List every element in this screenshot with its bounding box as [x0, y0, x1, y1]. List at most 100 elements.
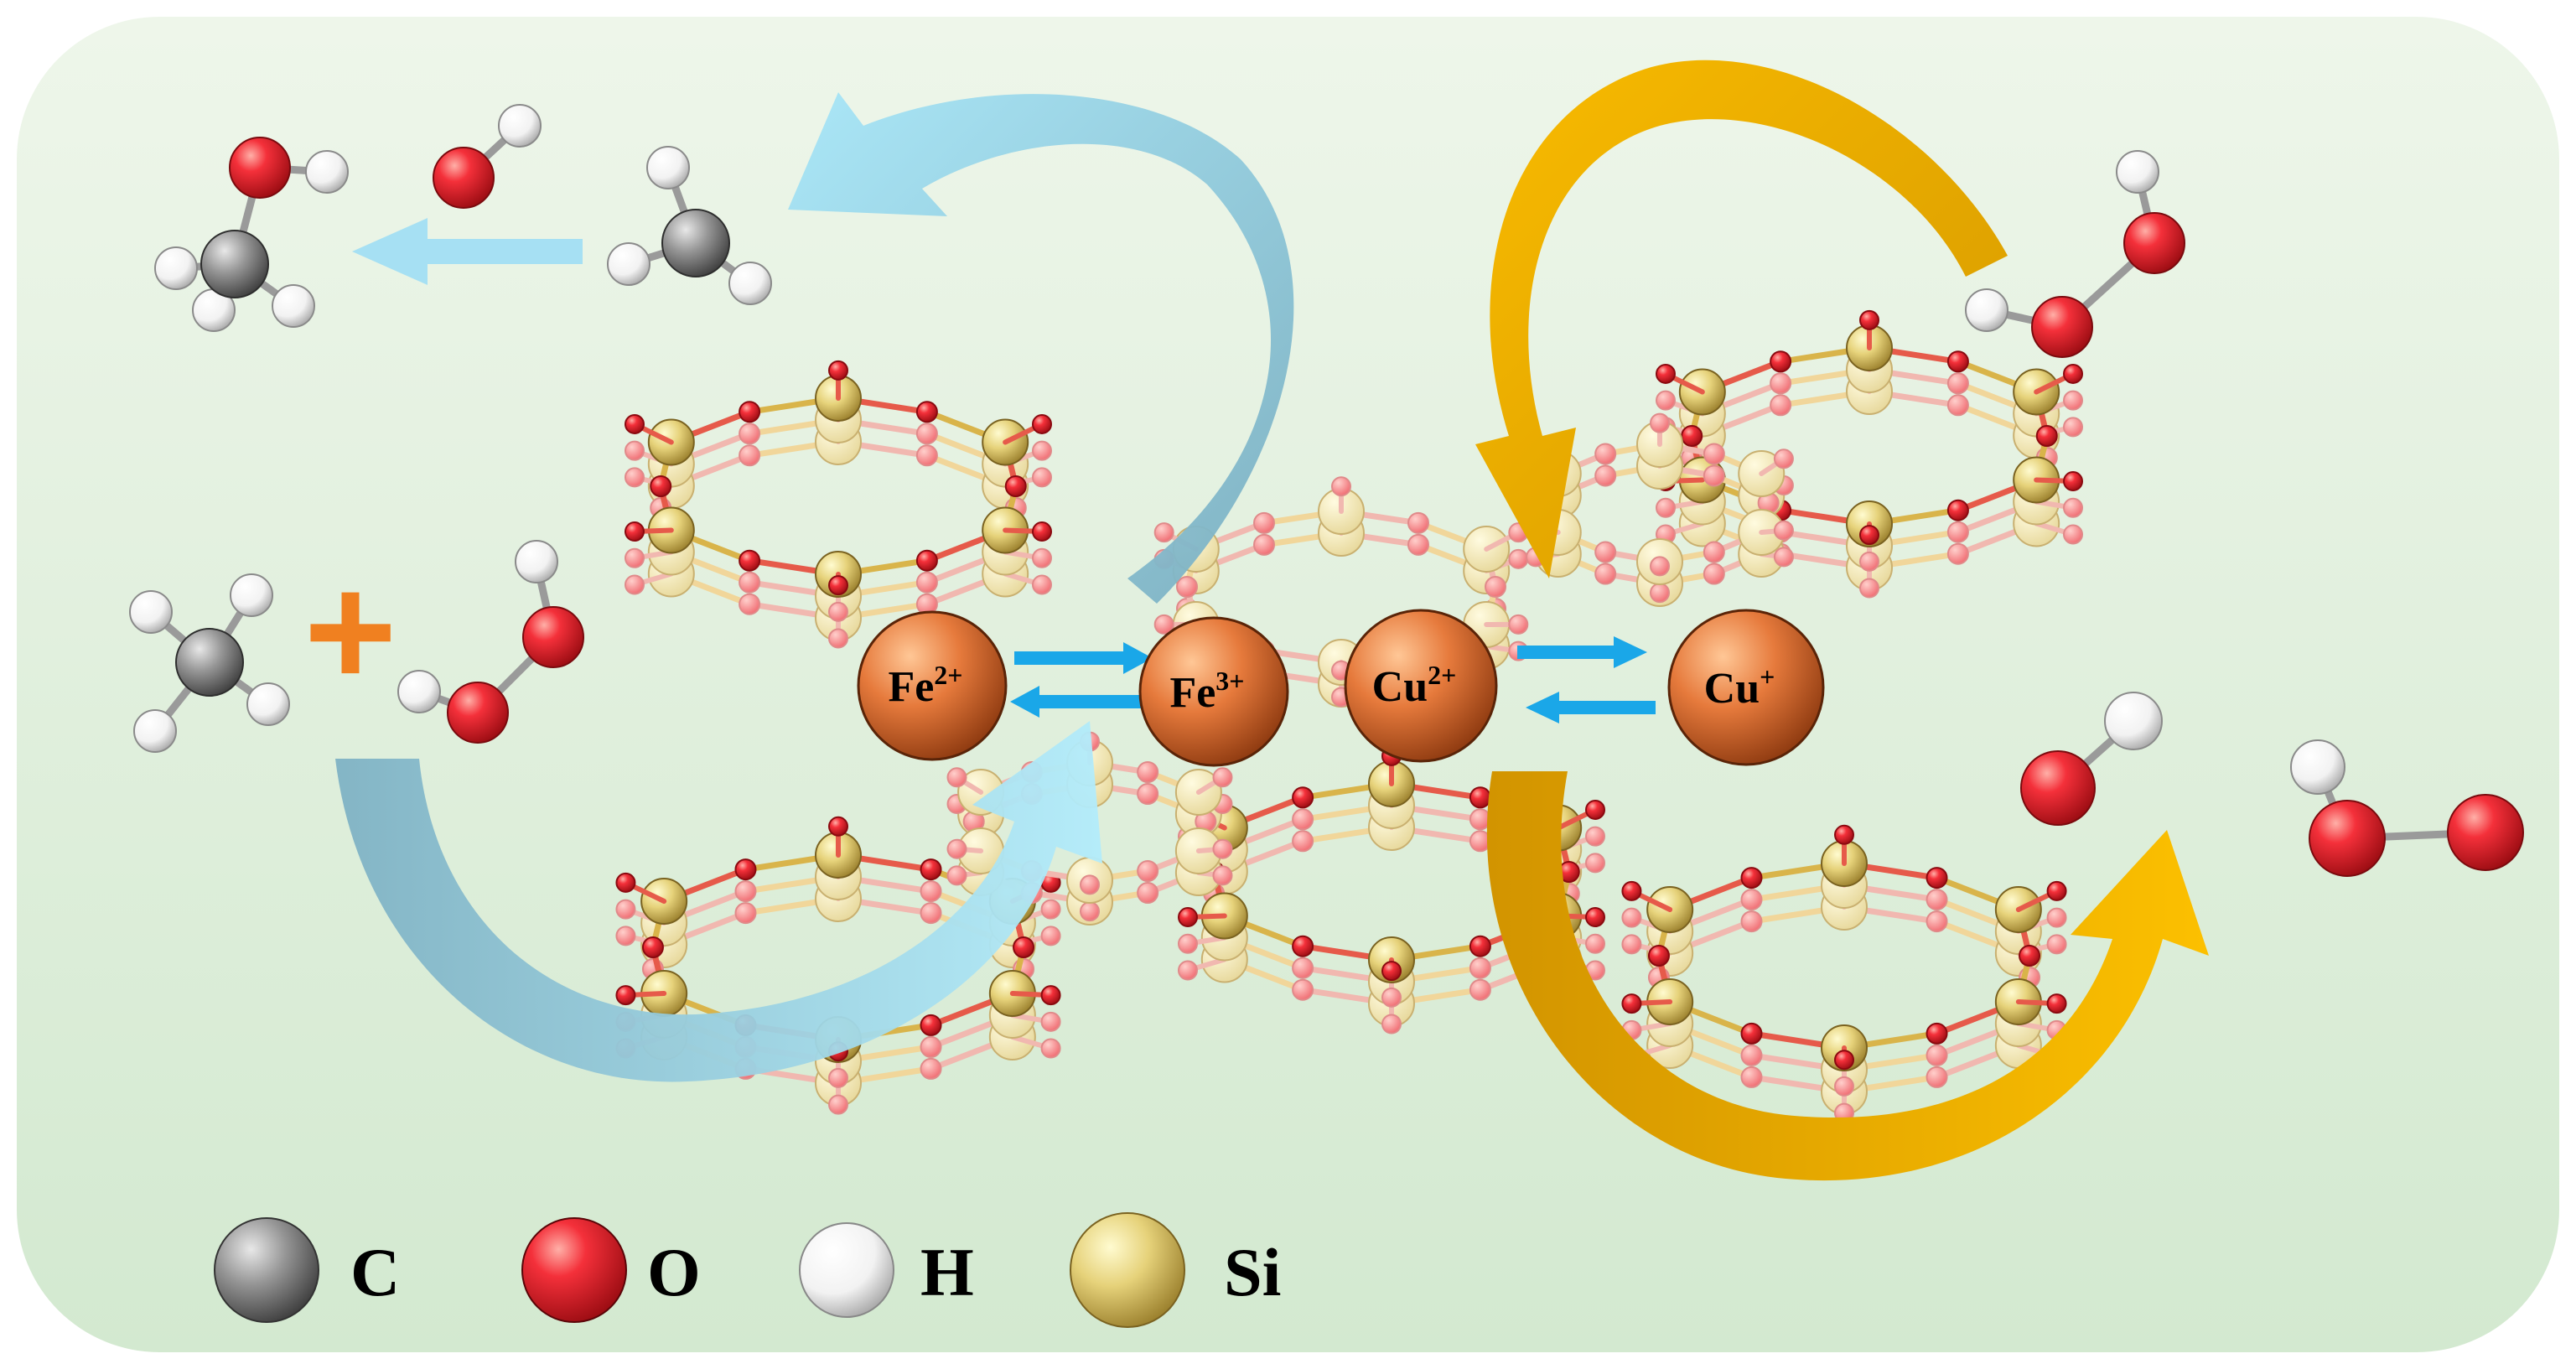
oxygen-atom	[1292, 786, 1314, 809]
hydrogen-atom	[133, 709, 177, 753]
oxygen-atom	[946, 838, 967, 859]
oxygen-atom	[1032, 521, 1053, 542]
oxygen-atom	[1859, 309, 1879, 330]
oxygen-atom	[1859, 578, 1879, 599]
hydroxyl-radical-top	[433, 104, 542, 209]
oxygen-atom	[624, 467, 645, 488]
oxygen-atom	[624, 521, 645, 542]
cu-cycle-lower-arrow	[1486, 771, 2209, 1181]
hydrogen-atom	[305, 150, 349, 194]
oxygen-atom	[739, 423, 761, 445]
svg-text:Cu2+: Cu2+	[1372, 660, 1457, 711]
fe2-ion-charge: 2+	[934, 660, 962, 690]
oxygen-atom	[1621, 934, 1642, 955]
oxygen-atom	[915, 549, 938, 572]
oxygen-atom	[1212, 767, 1233, 788]
oxygen-atom	[1594, 563, 1617, 585]
hydrogen-atom	[646, 146, 690, 189]
methyl-radical-top	[607, 146, 772, 305]
oxygen-atom	[1252, 511, 1275, 534]
oxygen-atom	[915, 401, 938, 423]
hydrogen-atom	[2104, 692, 2163, 750]
oxygen-atom	[1946, 394, 1969, 417]
oxygen-atom	[828, 601, 848, 622]
oxygen-atom	[1585, 799, 1606, 820]
oxygen-atom	[1703, 464, 1725, 487]
oxygen-atom	[1703, 541, 1725, 563]
oxygen-atom	[1859, 551, 1879, 572]
oxygen-atom	[1040, 1011, 1061, 1032]
oxygen-atom	[1032, 547, 1053, 568]
oxygen-atom	[1032, 467, 1053, 488]
oxygen-atom	[920, 1035, 942, 1058]
hydrogen-atom	[728, 262, 772, 305]
oxygen-atom	[1650, 412, 1670, 433]
equilibrium-arrows	[1010, 636, 1656, 723]
legend-label-hydrogen: H	[920, 1234, 974, 1310]
methanol-molecule	[154, 137, 349, 332]
fe2-ion-label: Fe	[888, 663, 934, 711]
oxygen-atom	[1740, 1044, 1763, 1066]
oxygen-atom	[1594, 464, 1617, 487]
hydrogen-atom	[272, 284, 315, 328]
oxygen-atom	[828, 1094, 848, 1115]
oxygen-atom	[650, 475, 672, 497]
oxygen-atom	[1740, 867, 1763, 889]
metal-ions: Fe2+ Fe3+ Cu2+ Cu+	[857, 609, 1825, 767]
oxygen-atom	[1469, 786, 1491, 809]
oxygen-atom	[2031, 296, 2093, 358]
oxygen-atom	[2020, 750, 2096, 826]
oxygen-atom	[1040, 926, 1061, 946]
oxygen-atom	[1926, 867, 1948, 889]
oxygen-atom	[1137, 761, 1159, 784]
cu-reverse-arrow-icon	[1526, 692, 1656, 723]
oxygen-atom	[2046, 934, 2067, 955]
oxygen-atom	[615, 872, 636, 893]
oxygen-atom	[624, 574, 645, 595]
oxygen-atom	[2063, 390, 2084, 411]
oxygen-atom	[1469, 935, 1491, 957]
oxygen-atom	[1770, 350, 1792, 373]
oxygen-atom	[1655, 390, 1676, 411]
oxygen-atom	[1137, 859, 1159, 882]
fe-forward-arrow-icon	[1014, 642, 1153, 674]
hydrogen-atom	[498, 104, 542, 148]
oxygen-atom	[2046, 880, 2067, 901]
oxygen-atom-icon	[521, 1217, 627, 1323]
oxygen-atom	[1621, 993, 1642, 1014]
oxygen-atom	[915, 423, 938, 445]
hydroperoxyl-top-right	[1965, 150, 2185, 358]
oxygen-atom	[1153, 614, 1174, 635]
oxygen-atom	[1594, 443, 1617, 465]
oxygen-atom	[1508, 614, 1529, 635]
oxygen-atom	[624, 440, 645, 461]
oxygen-atom	[2046, 993, 2067, 1014]
oxygen-atom	[1946, 521, 1969, 543]
svg-text:Fe3+: Fe3+	[1169, 666, 1244, 717]
silicon-atom-icon	[1070, 1212, 1185, 1328]
oxygen-atom	[615, 899, 636, 920]
cu1-ion-charge: +	[1760, 661, 1775, 692]
oxygen-atom	[1292, 808, 1314, 831]
cu2-ion: Cu2+	[1344, 609, 1498, 763]
oxygen-atom	[1926, 1066, 1948, 1088]
carbon-atom	[661, 209, 730, 277]
atom-legend: C O H Si	[214, 1212, 1281, 1328]
oxygen-atom	[1032, 413, 1053, 434]
oxygen-atom	[1650, 583, 1670, 604]
hydrogen-atom	[2116, 150, 2159, 194]
hydroperoxyl-right	[2290, 739, 2524, 877]
legend-label-oxygen: O	[647, 1234, 701, 1310]
oxygen-atom	[1740, 1066, 1763, 1088]
oxygen-atom	[1331, 476, 1351, 497]
framework-ring	[624, 360, 1053, 649]
oxygen-atom	[739, 444, 761, 467]
oxygen-atom	[1585, 853, 1606, 874]
oxygen-atom	[1177, 907, 1198, 928]
oxygen-atom	[1946, 372, 1969, 395]
zeolite-framework	[615, 309, 2084, 1123]
hydroxyl-radical-right	[2020, 692, 2163, 826]
oxygen-atom	[828, 816, 848, 837]
oxygen-atom	[615, 985, 636, 1006]
oxygen-atom	[739, 401, 761, 423]
